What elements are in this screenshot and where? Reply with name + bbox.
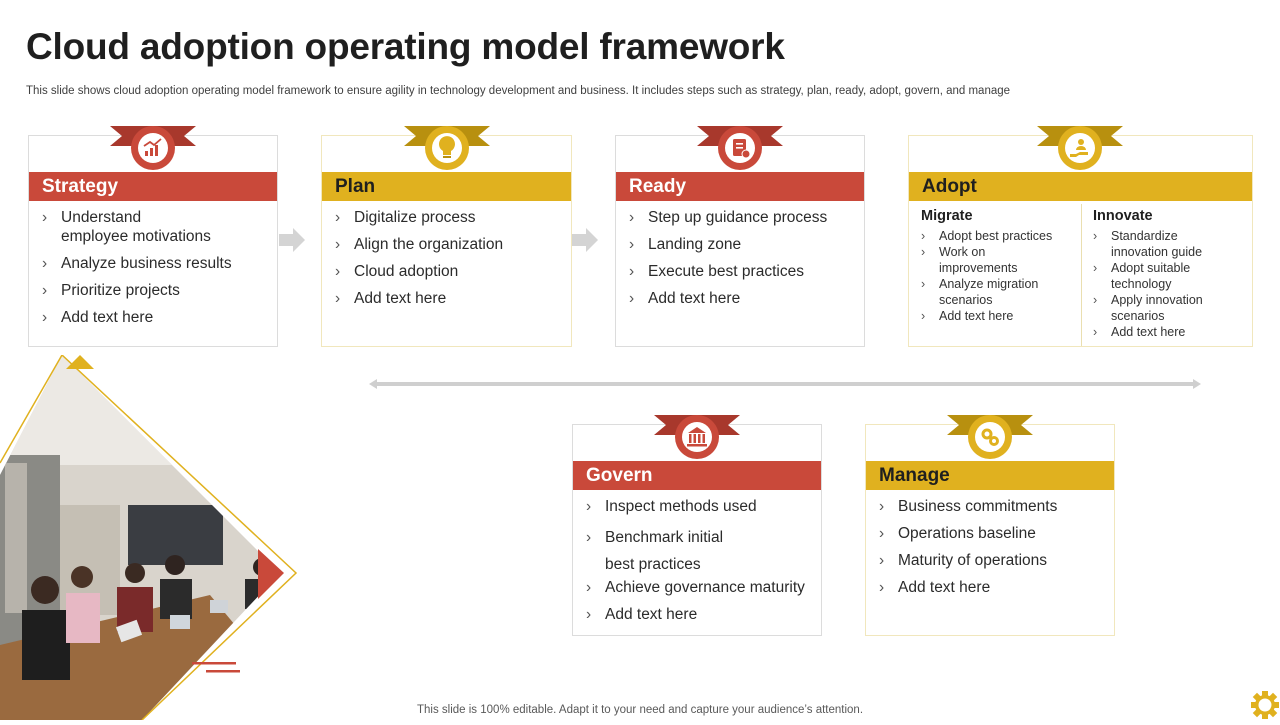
manage-card: Manage Business commitments Operations b… (865, 424, 1115, 636)
adopt-badge (1037, 126, 1123, 170)
idea-plan-icon (438, 136, 455, 158)
migrate-column: Migrate Adopt best practices Work on imp… (921, 200, 1076, 324)
migrate-list: Adopt best practices Work on improvement… (921, 228, 1076, 324)
ready-list: Step up guidance process Landing zone Ex… (628, 208, 856, 316)
page-title: Cloud adoption operating model framework (26, 26, 785, 67)
growth-chart-icon (143, 138, 162, 156)
innovate-heading: Innovate (1093, 208, 1153, 224)
strategy-header: Strategy (29, 172, 277, 201)
list-item: Add text here (41, 308, 269, 327)
list-item: Add text here (921, 308, 1076, 324)
plan-card: Plan Digitalize process Align the organi… (321, 135, 572, 347)
page-subtitle: This slide shows cloud adoption operatin… (26, 85, 1011, 97)
plan-header: Plan (322, 172, 571, 201)
manage-header: Manage (866, 461, 1114, 490)
double-arrow-connector (369, 379, 1201, 389)
innovate-list: Standardize innovation guide Adopt suita… (1093, 228, 1248, 340)
footer-note: This slide is 100% editable. Adapt it to… (416, 704, 864, 716)
flow-arrow-2 (572, 228, 598, 252)
govern-list: Inspect methods used Benchmark initial b… (585, 497, 813, 632)
list-item: Prioritize projects (41, 281, 269, 300)
list-item: Operations baseline (878, 524, 1106, 543)
list-item: Add text here (1093, 324, 1248, 340)
list-item: Step up guidance process (628, 208, 856, 227)
list-item: Benchmark initial best practices (585, 524, 735, 578)
list-item: Execute best practices (628, 262, 856, 281)
list-item: Add text here (585, 605, 813, 624)
list-item: Understand employee motivations (41, 208, 211, 246)
govern-badge (654, 415, 740, 459)
adopt-divider (1081, 204, 1082, 346)
manage-list: Business commitments Operations baseline… (878, 497, 1106, 605)
strategy-card: Strategy Understand employee motivations… (28, 135, 278, 347)
govern-header: Govern (573, 461, 821, 490)
list-item: Standardize innovation guide (1093, 228, 1226, 260)
list-item: Maturity of operations (878, 551, 1106, 570)
checklist-icon (733, 139, 751, 159)
list-item: Landing zone (628, 235, 856, 254)
list-item: Add text here (628, 289, 856, 308)
adopt-card: Adopt Migrate Adopt best practices Work … (908, 135, 1253, 347)
list-item: Apply innovation scenarios (1093, 292, 1239, 324)
institution-icon (687, 427, 707, 447)
ready-badge (697, 126, 783, 170)
list-item: Align the organization (334, 235, 563, 254)
list-item: Adopt best practices (921, 228, 1076, 244)
list-item: Inspect methods used (585, 497, 813, 516)
manage-badge (947, 415, 1033, 459)
migrate-heading: Migrate (921, 208, 973, 224)
meeting-photo (0, 353, 300, 721)
settings-gear-icon (1251, 691, 1279, 719)
flow-arrow-1 (279, 228, 305, 252)
govern-card: Govern Inspect methods used Benchmark in… (572, 424, 822, 636)
plan-list: Digitalize process Align the organizatio… (334, 208, 563, 316)
list-item: Cloud adoption (334, 262, 563, 281)
list-item: Work on improvements (921, 244, 1039, 276)
list-item: Achieve governance maturity (585, 578, 813, 597)
gears-icon (981, 428, 999, 446)
innovate-column: Innovate Standardize innovation guide Ad… (1093, 200, 1248, 340)
strategy-badge (110, 126, 196, 170)
hand-user-icon (1070, 139, 1088, 157)
list-item: Adopt suitable technology (1093, 260, 1231, 292)
strategy-list: Understand employee motivations Analyze … (41, 208, 269, 335)
list-item: Add text here (878, 578, 1106, 597)
ready-header: Ready (616, 172, 864, 201)
list-item: Analyze migration scenarios (921, 276, 1059, 308)
list-item: Business commitments (878, 497, 1106, 516)
adopt-header: Adopt (909, 172, 1252, 201)
list-item: Digitalize process (334, 208, 563, 227)
list-item: Analyze business results (41, 254, 269, 273)
list-item: Add text here (334, 289, 563, 308)
plan-badge (404, 126, 490, 170)
